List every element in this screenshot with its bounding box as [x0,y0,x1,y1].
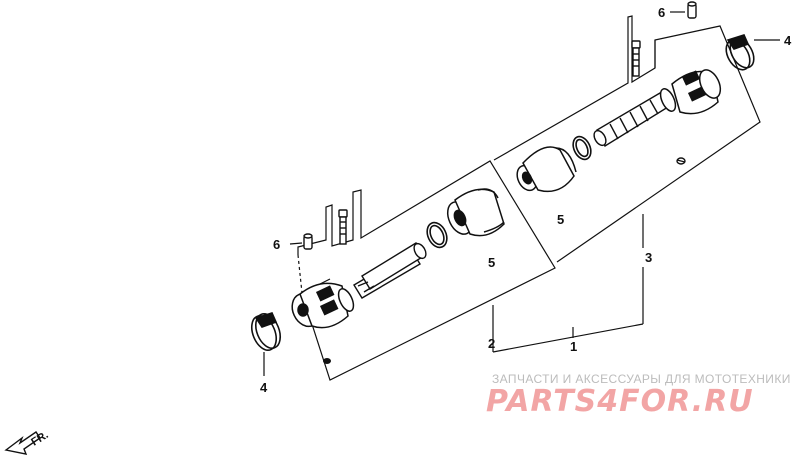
front-direction-label: FR. [29,429,50,449]
frame-right-assembly [493,15,761,263]
leader-lines [289,11,685,353]
pin-right [687,1,697,19]
seal-ring-right [676,157,686,165]
front-direction-arrow: FR. [4,429,51,455]
bolt-right [631,40,641,77]
circlip-right [572,135,592,161]
callout-3: 3 [645,250,652,265]
bolt-left [338,209,348,245]
watermark-logo: PARTS4FOR.RU [486,384,754,419]
callout-1: 1 [570,339,577,354]
boot-clamp-left [250,312,282,376]
boot-left [446,188,505,237]
callout-5-left: 5 [488,255,495,270]
boot-clamp-right [725,34,780,71]
boot-right [516,146,577,193]
seal-ring-left [323,358,331,364]
cv-joint-outer-right [659,69,722,115]
drive-shaft-right [593,92,669,147]
cv-joint-outer-left [291,282,355,329]
pin-left [303,233,313,250]
callout-5-right: 5 [557,212,564,227]
callout-4-left: 4 [260,380,268,395]
frame-left-assembly [297,160,556,381]
callout-6-right: 6 [658,5,665,20]
callout-6-left: 6 [273,237,280,252]
circlip-left [426,221,448,249]
callout-4-right: 4 [784,33,792,48]
drive-shaft-left [353,242,427,299]
callout-2: 2 [488,336,495,351]
watermark-tagline: ЗАПЧАСТИ И АКСЕССУАРЫ ДЛЯ МОТОТЕХНИКИ [492,372,791,386]
